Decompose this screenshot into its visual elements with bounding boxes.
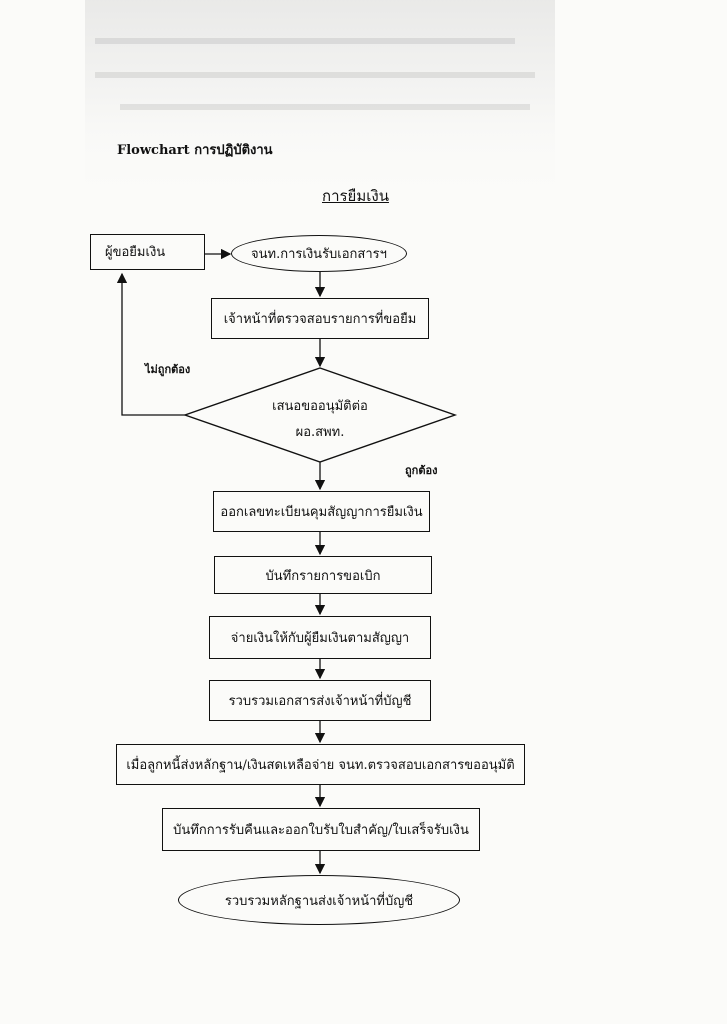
- node-debtor-return-label: เมื่อลูกหนี้ส่งหลักฐาน/เงินสดเหลือจ่าย จ…: [126, 758, 515, 773]
- node-debtor-return: เมื่อลูกหนี้ส่งหลักฐาน/เงินสดเหลือจ่าย จ…: [116, 744, 525, 785]
- edge-label-not-correct: ไม่ถูกต้อง: [145, 363, 191, 376]
- node-send-accounting-label: รวบรวมเอกสารส่งเจ้าหน้าที่บัญชี: [228, 694, 412, 709]
- node-record-request: บันทึกรายการขอเบิก: [214, 556, 432, 594]
- node-approval-line2: ผอ.สพท.: [295, 425, 345, 440]
- scan-artifact: [95, 38, 515, 44]
- diagram-title: การยืมเงิน: [322, 187, 389, 205]
- node-borrower: ผู้ขอยืมเงิน: [90, 234, 205, 270]
- node-receive-docs-label: จนท.การเงินรับเอกสารฯ: [251, 247, 387, 262]
- node-pay-label: จ่ายเงินให้กับผู้ยืมเงินตามสัญญา: [230, 631, 410, 646]
- node-receive-docs: จนท.การเงินรับเอกสารฯ: [231, 235, 407, 272]
- scan-shadow: [85, 0, 555, 190]
- node-send-accounting: รวบรวมเอกสารส่งเจ้าหน้าที่บัญชี: [209, 680, 431, 721]
- node-approval: เสนอขออนุมัติต่อ ผอ.สพท.: [250, 394, 390, 446]
- node-borrower-label: ผู้ขอยืมเงิน: [105, 245, 166, 260]
- node-check-items-label: เจ้าหน้าที่ตรวจสอบรายการที่ขอยืม: [223, 312, 417, 327]
- node-pay: จ่ายเงินให้กับผู้ยืมเงินตามสัญญา: [209, 616, 431, 659]
- scan-artifact: [95, 72, 535, 78]
- scan-artifact: [120, 104, 530, 110]
- node-approval-line1: เสนอขออนุมัติต่อ: [272, 399, 368, 414]
- node-final: รวบรวมหลักฐานส่งเจ้าหน้าที่บัญชี: [178, 875, 460, 925]
- node-record-request-label: บันทึกรายการขอเบิก: [265, 568, 381, 584]
- node-final-label: รวบรวมหลักฐานส่งเจ้าหน้าที่บัญชี: [224, 893, 414, 909]
- edge-label-correct: ถูกต้อง: [405, 464, 438, 477]
- arrow-not-correct-loop: [116, 272, 185, 416]
- node-register: ออกเลขทะเบียนคุมสัญญาการยืมเงิน: [213, 491, 430, 532]
- node-record-receipt: บันทึกการรับคืนและออกใบรับใบสำคัญ/ใบเสร็…: [162, 808, 480, 851]
- document-title: Flowchart การปฏิบัติงาน: [117, 143, 273, 158]
- node-register-label: ออกเลขทะเบียนคุมสัญญาการยืมเงิน: [220, 505, 423, 520]
- node-record-receipt-label: บันทึกการรับคืนและออกใบรับใบสำคัญ/ใบเสร็…: [173, 823, 469, 838]
- node-check-items: เจ้าหน้าที่ตรวจสอบรายการที่ขอยืม: [211, 298, 429, 339]
